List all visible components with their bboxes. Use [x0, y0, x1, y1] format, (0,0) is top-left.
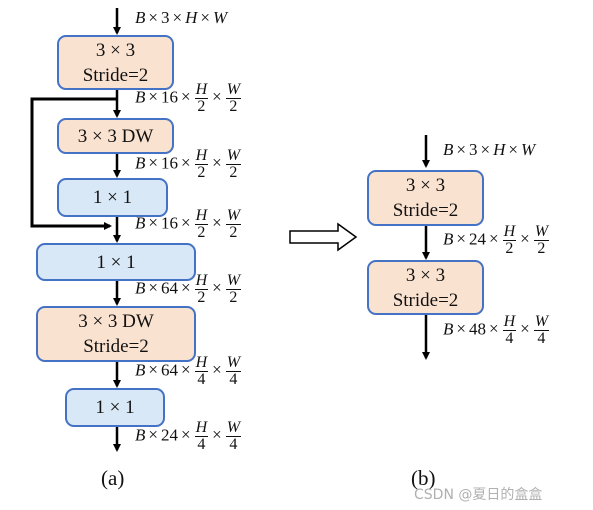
a-pw1x1-block-2: 1 × 1 [36, 243, 196, 281]
block-line1: 3 × 3 [405, 175, 446, 196]
block-line2: Stride=2 [392, 289, 459, 311]
caption-b: (b) [411, 466, 436, 490]
skip-connection [30, 97, 117, 230]
block-line1: 3 × 3 [95, 39, 136, 61]
watermark: CSDN @夏日的盒盒 [414, 487, 543, 503]
block-line1: 1 × 1 [95, 397, 135, 418]
block-line1: 3 × 3 DW [77, 125, 154, 147]
caption-a: (a) [101, 466, 125, 490]
a-conv3x3-stride2-block: 3 × 3 Stride=2 [57, 35, 174, 90]
a-shape-input: B×3×H×W [135, 8, 228, 27]
block-line2: Stride=2 [392, 200, 459, 221]
a-pw1x1-block-1: 1 × 1 [57, 178, 168, 217]
transition-arrow [289, 222, 358, 252]
b-conv3x3-stride2-block-1: 3 × 3 Stride=2 [367, 170, 484, 226]
block-line1: 3 × 3 [405, 264, 446, 286]
a-pw1x1-block-3: 1 × 1 [65, 388, 165, 427]
block-line2: Stride=2 [83, 336, 149, 357]
b-shape-input: B×3×H×W [443, 140, 536, 159]
b-conv3x3-stride2-block-2: 3 × 3 Stride=2 [367, 260, 484, 315]
block-line1: 3 × 3 DW [78, 311, 154, 332]
block-line1: 1 × 1 [92, 187, 133, 208]
block-line1: 1 × 1 [96, 251, 136, 273]
a-dw3x3-stride2-block: 3 × 3 DW Stride=2 [36, 306, 196, 362]
block-line2: Stride=2 [82, 64, 149, 86]
a-dw3x3-block: 3 × 3 DW [57, 118, 174, 154]
